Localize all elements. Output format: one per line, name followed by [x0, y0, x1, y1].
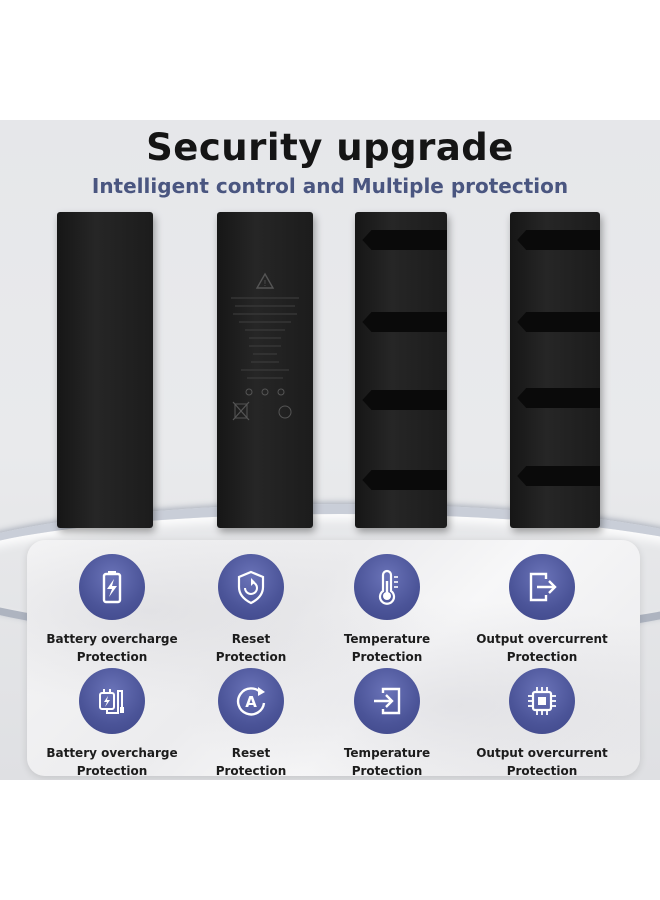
feature-item: Battery overcharge Protection — [37, 554, 187, 666]
thermometer-icon — [378, 569, 398, 605]
auto-reset-icon: A — [236, 687, 266, 716]
battery-bolt-icon — [102, 571, 122, 604]
battery-label-view: ! — [217, 212, 313, 528]
battery-back-view — [57, 212, 153, 528]
charger-plug-icon — [99, 689, 124, 714]
feature-item: A Reset Protection — [176, 668, 326, 780]
feature-item: Output overcurrent Protection — [467, 668, 617, 780]
feature-item: Battery overcharge Protection — [37, 668, 187, 780]
input-arrow-icon — [374, 687, 401, 715]
features-card: Battery overcharge Protection Reset Prot… — [27, 540, 640, 778]
page-title: Security upgrade — [146, 126, 514, 169]
feature-item: Temperature Protection — [312, 668, 462, 780]
feature-item: Temperature Protection — [312, 554, 462, 666]
adhesive-strip — [517, 230, 600, 250]
adhesive-strip — [517, 388, 600, 408]
product-banner: Security upgrade Intelligent control and… — [0, 120, 660, 780]
adhesive-strip — [362, 390, 447, 410]
svg-text:A: A — [245, 693, 257, 711]
adhesive-strip — [362, 312, 447, 332]
adhesive-strip — [517, 466, 600, 486]
battery-adhesive-view — [355, 212, 447, 528]
feature-item: Output overcurrent Protection — [467, 554, 617, 666]
chip-icon — [528, 687, 556, 715]
page-subtitle: Intelligent control and Multiple protect… — [91, 174, 569, 198]
exit-arrow-icon — [529, 572, 557, 602]
battery-adhesive-view — [510, 212, 600, 528]
feature-item: Reset Protection — [176, 554, 326, 666]
battery-label-graphic: ! — [231, 272, 299, 421]
adhesive-strip — [362, 470, 447, 490]
svg-text:!: ! — [263, 279, 266, 288]
adhesive-strip — [362, 230, 447, 250]
adhesive-strip — [517, 312, 600, 332]
shield-refresh-icon — [237, 570, 265, 605]
